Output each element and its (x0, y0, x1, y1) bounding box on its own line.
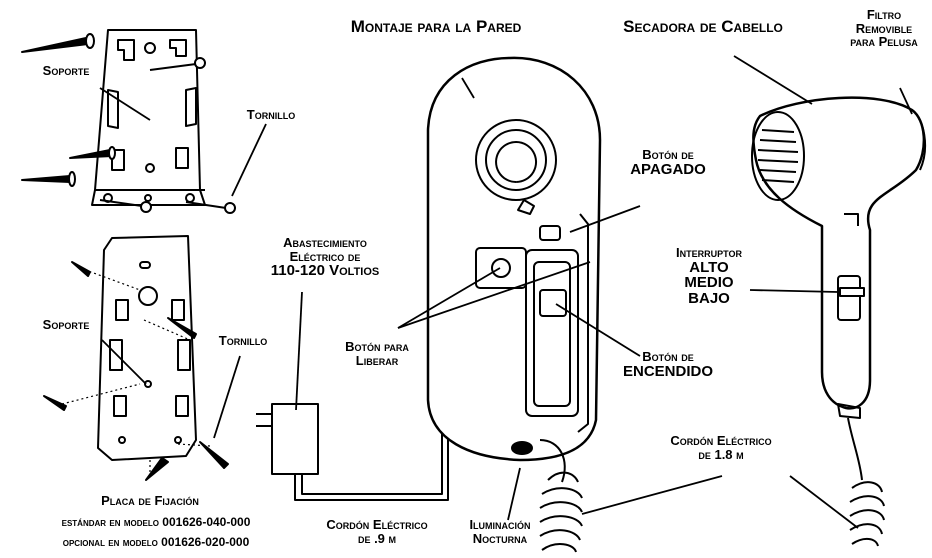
leader-lines (99, 55, 913, 529)
coiled-cord-right (849, 481, 885, 547)
label-screw-bottom: Tornillo (218, 333, 268, 348)
hair-dryer-drawing (751, 96, 927, 481)
label-bracket-bottom: Soporte (42, 317, 90, 332)
label-bracket-top: Soporte (42, 63, 90, 78)
wall-mount-drawing (426, 56, 602, 483)
label-screw-top: Tornillo (246, 107, 296, 122)
label-model-optional: opcional en modelo 001626-020-000 (62, 535, 250, 549)
label-hair-dryer: Secadora de Cabello (623, 17, 783, 36)
coiled-cord-left (539, 471, 583, 553)
power-plug (256, 403, 449, 501)
label-wall-mount: Montaje para la Pared (350, 17, 522, 36)
mounting-plate-drawing (97, 235, 197, 461)
label-mounting-plate: Placa de Fijación (101, 493, 199, 508)
label-model-standard: estándar en modelo 001626-040-000 (61, 515, 251, 529)
top-bracket (91, 29, 206, 206)
top-nails (21, 33, 236, 214)
